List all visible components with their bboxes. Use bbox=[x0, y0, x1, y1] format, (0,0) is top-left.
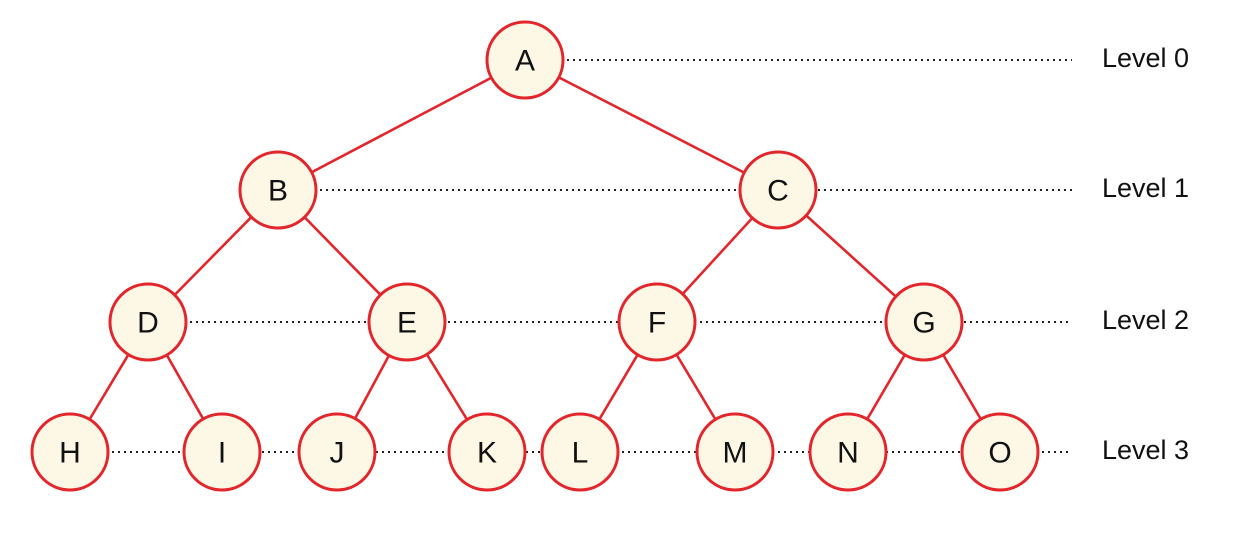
tree-node-a: A bbox=[485, 20, 565, 100]
node-label: J bbox=[330, 437, 345, 470]
node-label: E bbox=[397, 307, 417, 340]
node-label: C bbox=[767, 175, 789, 208]
level-2-label: Level 2 bbox=[1102, 305, 1189, 335]
node-circle bbox=[695, 412, 775, 492]
node-label: O bbox=[988, 437, 1011, 470]
tree-node-d: D bbox=[108, 282, 188, 362]
node-label: G bbox=[912, 307, 935, 340]
tree-node-m: M bbox=[695, 412, 775, 492]
tree-node-o: O bbox=[960, 412, 1040, 492]
node-circle bbox=[808, 412, 888, 492]
tree-node-j: J bbox=[297, 412, 377, 492]
node-circle bbox=[447, 412, 527, 492]
tree-node-c: C bbox=[738, 150, 818, 230]
node-label: A bbox=[515, 45, 535, 78]
node-label: B bbox=[268, 175, 288, 208]
node-label: F bbox=[648, 307, 666, 340]
tree-node-b: B bbox=[238, 150, 318, 230]
node-circle bbox=[617, 282, 697, 362]
level-3-label: Level 3 bbox=[1102, 435, 1189, 465]
node-label: M bbox=[723, 437, 748, 470]
tree-node-i: I bbox=[182, 412, 262, 492]
edge-a-b bbox=[277, 58, 526, 192]
node-circle bbox=[485, 20, 565, 100]
level-1-label: Level 1 bbox=[1102, 173, 1189, 203]
node-circle bbox=[738, 150, 818, 230]
node-circle bbox=[238, 150, 318, 230]
node-label: D bbox=[137, 307, 159, 340]
node-label: I bbox=[218, 437, 226, 470]
level-guides bbox=[70, 59, 1072, 453]
tree-edges bbox=[68, 58, 1002, 453]
node-circle bbox=[367, 282, 447, 362]
node-circle bbox=[297, 412, 377, 492]
node-circle bbox=[108, 282, 188, 362]
node-label: N bbox=[837, 437, 859, 470]
node-circle bbox=[30, 412, 110, 492]
node-circle bbox=[540, 412, 620, 492]
tree-node-e: E bbox=[367, 282, 447, 362]
tree-node-f: F bbox=[617, 282, 697, 362]
node-label: L bbox=[572, 437, 589, 470]
node-circle bbox=[884, 282, 964, 362]
node-circle bbox=[182, 412, 262, 492]
level-labels: Level 0 Level 1 Level 2 Level 3 bbox=[1102, 43, 1189, 465]
tree-node-k: K bbox=[447, 412, 527, 492]
tree-node-g: G bbox=[884, 282, 964, 362]
node-label: H bbox=[59, 437, 81, 470]
tree-node-l: L bbox=[540, 412, 620, 492]
level-0-label: Level 0 bbox=[1102, 43, 1189, 73]
tree-node-n: N bbox=[808, 412, 888, 492]
tree-nodes: A B C D E F G H I J K L M N O bbox=[30, 20, 1040, 492]
node-label: K bbox=[477, 437, 497, 470]
tree-node-h: H bbox=[30, 412, 110, 492]
node-circle bbox=[960, 412, 1040, 492]
edge-a-c bbox=[524, 58, 779, 192]
